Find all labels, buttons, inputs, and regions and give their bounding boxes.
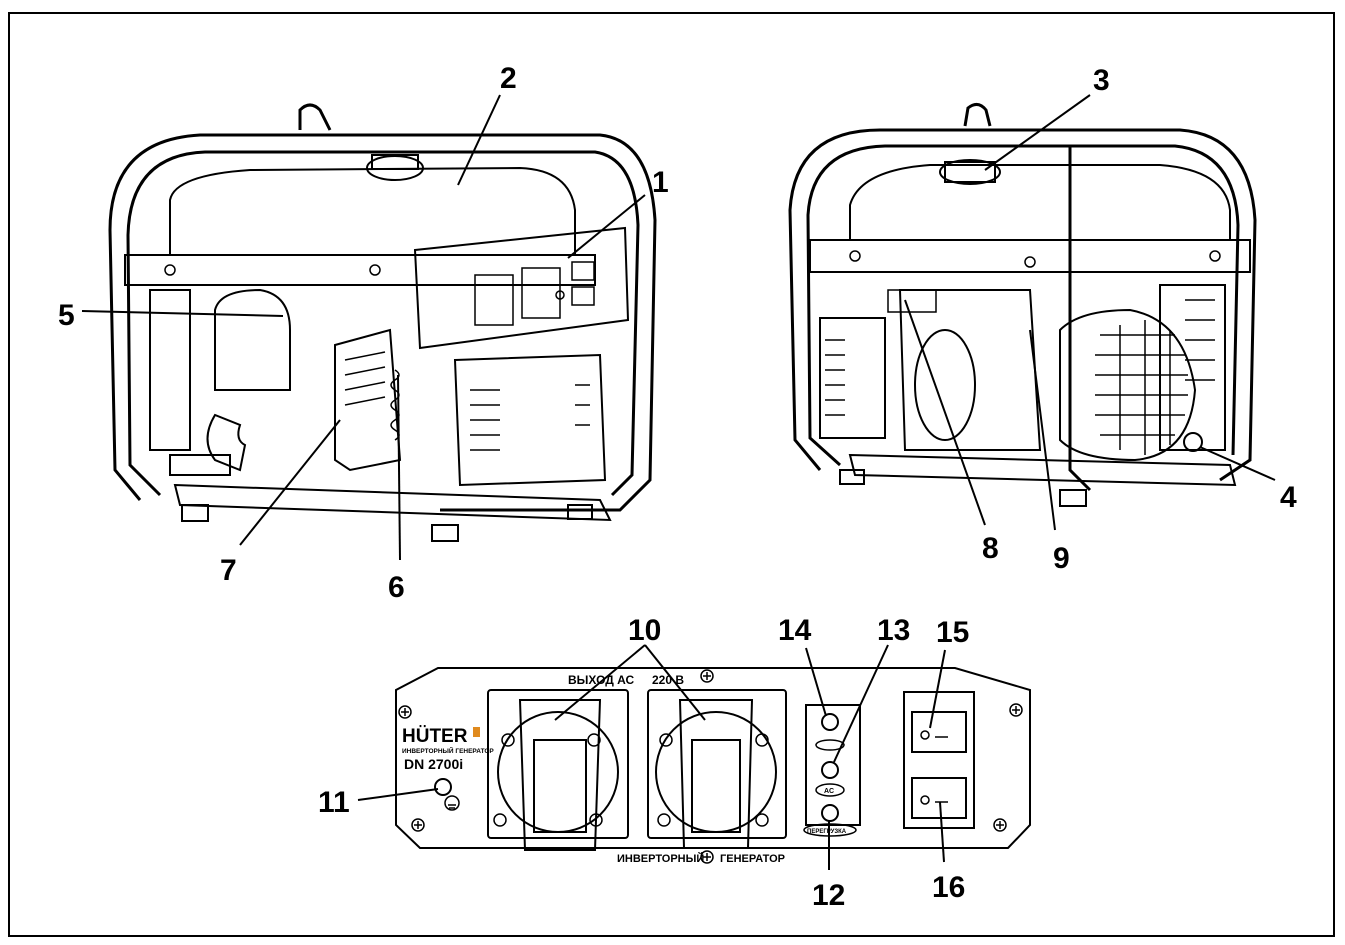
ac-socket-right [647,689,787,849]
callout-7: 7 [220,554,237,587]
callout-12: 12 [812,879,845,912]
leader-lines [81,94,1276,870]
callout-10: 10 [628,614,661,647]
callout-numbers: 1 2 3 4 5 6 7 8 9 10 11 12 13 14 15 16 [58,62,1297,912]
panel-model: DN 2700i [404,756,463,772]
brand-accent-mark [473,727,480,737]
control-panel-detail: ВЫХОД АС 220 В HÜTER ИНВЕРТОРНЫЙ ГЕНЕРАТ… [395,667,1031,865]
panel-bottom-right: ГЕНЕРАТОР [720,853,785,865]
panel-ac-label: AC [824,788,834,795]
ground-terminal [434,778,460,811]
callout-4: 4 [1280,481,1297,514]
callout-5: 5 [58,299,75,332]
callout-14: 14 [778,614,812,647]
panel-bottom-left: ИНВЕРТОРНЫЙ [617,852,704,865]
callout-11: 11 [318,786,350,819]
lamp-14 [821,713,839,731]
callout-6: 6 [388,571,405,604]
panel-overload-label: ПЕРЕГРУЗКА [807,829,847,835]
generator-front-view [108,103,657,542]
switch-block [903,691,975,829]
switch-15 [911,711,967,753]
switch-16 [911,777,967,819]
callout-15: 15 [936,616,969,649]
figure-frame [8,12,1335,937]
callout-16: 16 [932,871,965,904]
callout-1: 1 [652,166,669,199]
panel-subtitle: ИНВЕРТОРНЫЙ ГЕНЕРАТОР [402,746,494,755]
panel-output-label: ВЫХОД АС [568,673,635,687]
callout-3: 3 [1093,64,1110,97]
generator-rear-view [788,103,1257,507]
callout-9: 9 [1053,542,1070,575]
panel-screws [398,669,1023,864]
callout-8: 8 [982,532,999,565]
ac-socket-left [487,689,629,851]
panel-outline [395,667,1031,849]
brand-logo-text: HÜTER [402,726,468,747]
callout-13: 13 [877,614,910,647]
callout-2: 2 [500,62,517,95]
lamp-12 [821,804,839,822]
lamp-13 [821,761,839,779]
